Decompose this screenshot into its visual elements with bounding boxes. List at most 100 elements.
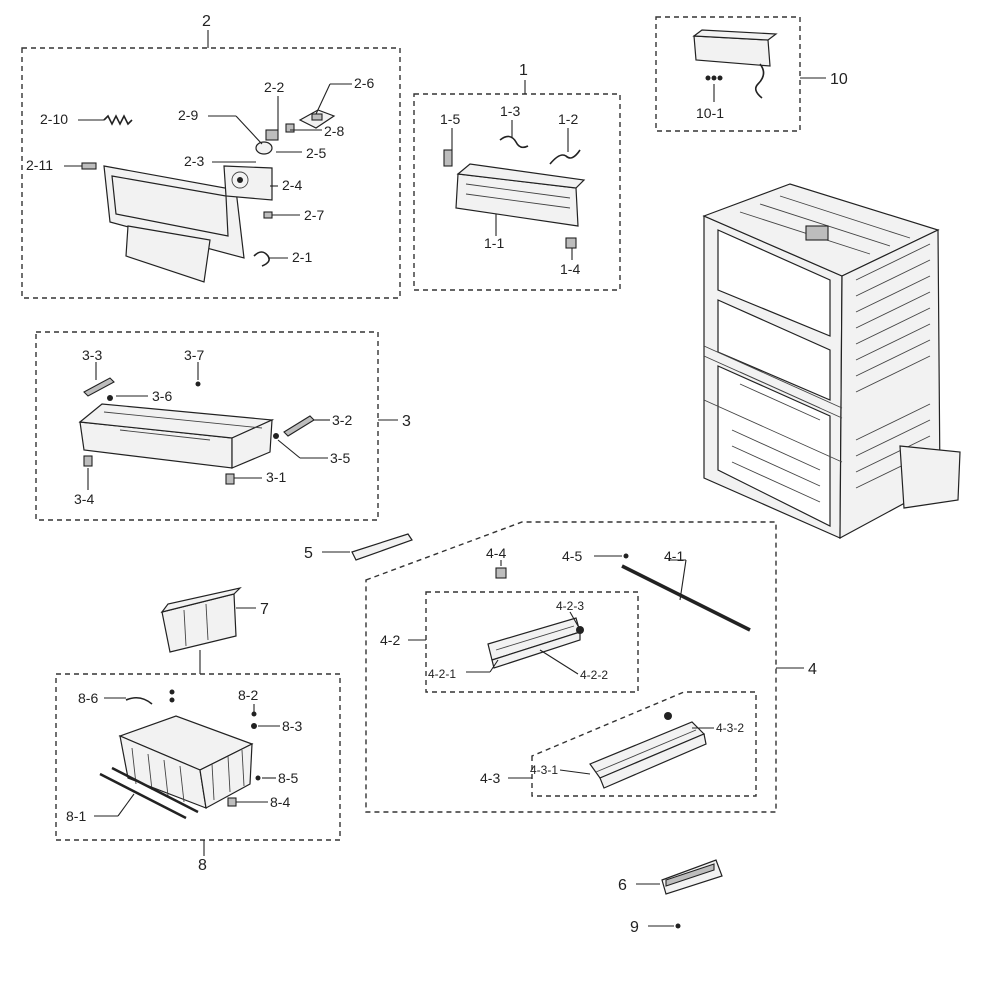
part-4-3-2 [664, 712, 672, 720]
group-4-box [365, 521, 777, 813]
group-8: 8 8-6 8 [55, 673, 341, 874]
label-4-2: 4-2 [380, 632, 400, 648]
label-3-2: 3-2 [332, 412, 352, 428]
part-3-6 [107, 395, 113, 401]
label-8-1: 8-1 [66, 808, 86, 824]
label-8-2: 8-2 [238, 687, 258, 703]
label-2-4: 2-4 [282, 177, 302, 193]
part-5: 5 [304, 533, 413, 562]
label-2-7: 2-7 [304, 207, 324, 223]
part-10-assembly [692, 29, 778, 99]
part-3-3-rail [83, 377, 115, 397]
label-4-3-1: 4-3-1 [530, 763, 558, 777]
part-8-3 [251, 723, 257, 729]
label-2-5: 2-5 [306, 145, 326, 161]
label-6: 6 [618, 877, 627, 894]
part-4-1-rod [621, 564, 751, 632]
part-2-7 [263, 211, 273, 219]
label-3: 3 [402, 413, 411, 430]
part-8-6-handle [125, 696, 153, 705]
part-1-2-wire [549, 149, 581, 165]
group-3-box [35, 331, 379, 521]
label-3-1: 3-1 [266, 469, 286, 485]
label-4-5: 4-5 [562, 548, 582, 564]
group-2-box [21, 47, 401, 299]
refrigerator-cabinet [702, 183, 961, 540]
label-3-3: 3-3 [82, 347, 102, 363]
label-2-1: 2-1 [292, 249, 312, 265]
label-4-2-2: 4-2-2 [580, 668, 608, 682]
label-1-2: 1-2 [558, 111, 578, 127]
cabinet-side-ribs [855, 243, 931, 489]
label-8-5: 8-5 [278, 770, 298, 786]
label-2-11: 2-11 [26, 157, 53, 173]
label-8-4: 8-4 [270, 794, 290, 810]
label-4: 4 [808, 661, 817, 678]
part-10-1-screws [705, 75, 723, 81]
group-4-3-box [531, 691, 757, 797]
part-1-3-wire [499, 135, 529, 149]
label-2: 2 [202, 13, 211, 30]
label-10: 10 [830, 71, 848, 88]
part-2-6 [298, 109, 336, 129]
group-1-box [413, 93, 621, 291]
part-1-5 [443, 149, 453, 167]
label-3-4: 3-4 [74, 491, 94, 507]
label-7: 7 [260, 601, 269, 618]
label-1-3: 1-3 [500, 103, 520, 119]
group-2: 2 [21, 13, 401, 299]
group-1: 1 1-5 1-3 1-2 1-1 1-4 [413, 62, 621, 291]
label-1-4: 1-4 [560, 261, 580, 277]
part-8-basket [118, 715, 254, 809]
part-3-7 [195, 381, 201, 387]
part-3-2-rail [283, 415, 315, 437]
part-3-4 [83, 455, 93, 467]
part-8-1-rails [99, 766, 199, 820]
part-3-1 [225, 473, 235, 485]
label-4-3: 4-3 [480, 770, 500, 786]
label-3-7: 3-7 [184, 347, 204, 363]
part-4-2-3 [576, 626, 584, 634]
cabinet-floor-lines [731, 371, 821, 503]
part-3-drawer [78, 403, 275, 469]
label-2-10: 2-10 [40, 111, 68, 127]
label-8-3: 8-3 [282, 718, 302, 734]
label-4-3-2: 4-3-2 [716, 721, 744, 735]
part-4-3-slide [589, 721, 707, 789]
label-8-6: 8-6 [78, 690, 98, 706]
part-8-5 [255, 775, 261, 781]
label-8: 8 [198, 857, 207, 874]
part-9-screw: 9 [630, 919, 681, 936]
group-4: 4 4-4 4-5 4-1 4-2 4-2-3 4-2-1 4-2-2 4-3 [365, 521, 817, 813]
part-2-4-bracket [223, 165, 273, 201]
part-4-5 [623, 553, 629, 559]
part-3-5 [273, 433, 279, 439]
label-1-5: 1-5 [440, 111, 460, 127]
label-3-5: 3-5 [330, 450, 350, 466]
part-2-10-spring [103, 114, 133, 126]
part-6-cover: 6 [618, 859, 723, 895]
label-4-4: 4-4 [486, 545, 506, 561]
label-4-2-1: 4-2-1 [428, 667, 456, 681]
label-9: 9 [630, 919, 639, 936]
part-1-1-housing [455, 163, 586, 227]
label-1-1: 1-1 [484, 235, 504, 251]
part-4-2-slide [487, 617, 581, 669]
label-3-6: 3-6 [152, 388, 172, 404]
label-2-3: 2-3 [184, 153, 204, 169]
part-2-2-2-9-2-5 [255, 123, 295, 155]
part-1-4 [565, 237, 577, 249]
part-4-4 [495, 567, 507, 579]
group-4-2-box [425, 591, 639, 693]
group-10: 10-1 10 [655, 16, 848, 132]
part-8-4 [227, 797, 237, 807]
label-10-1: 10-1 [696, 105, 724, 121]
label-2-8: 2-8 [324, 123, 344, 139]
label-1: 1 [519, 62, 528, 79]
label-2-9: 2-9 [178, 107, 198, 123]
group-10-box [655, 16, 801, 132]
label-4-1: 4-1 [664, 548, 684, 564]
part-7-divider: 7 [160, 586, 269, 674]
part-2-11-clip [81, 162, 97, 170]
part-8-2-screws [169, 689, 257, 717]
